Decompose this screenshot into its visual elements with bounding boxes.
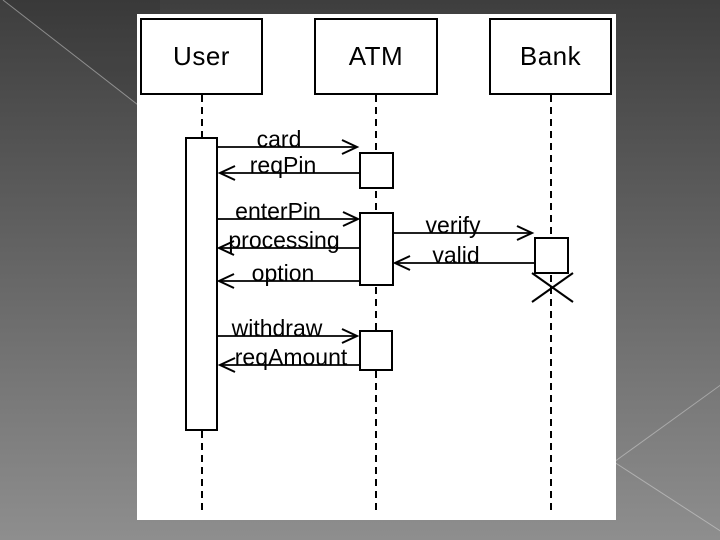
background-diagonal-bottom-right-down	[613, 461, 720, 532]
activation-atm-2	[359, 212, 394, 286]
diagram-canvas: User ATM Bank card reqPin enterPin verif…	[137, 14, 616, 520]
actor-box-bank: Bank	[489, 18, 612, 95]
message-label-verify: verify	[425, 212, 481, 238]
message-label-enterpin: enterPin	[235, 198, 321, 224]
message-label-card: card	[256, 126, 302, 152]
message-label-reqamount: reqAmount	[234, 344, 348, 370]
destroy-marker-bank-line-2	[531, 272, 574, 303]
message-label-option: option	[251, 260, 315, 286]
message-label-valid: valid	[432, 242, 480, 268]
actor-label-bank: Bank	[519, 41, 582, 71]
actor-box-user: User	[140, 18, 263, 95]
activation-bank	[534, 237, 569, 274]
sequence-diagram-graphics	[185, 95, 574, 510]
actor-label-user: User	[173, 41, 230, 71]
activation-atm-1	[359, 152, 394, 189]
background-diagonal-top-left	[2, 0, 161, 123]
message-label-reqpin: reqPin	[249, 152, 317, 178]
activation-user	[185, 137, 218, 431]
actor-box-atm: ATM	[314, 18, 438, 95]
activation-atm-3	[359, 330, 393, 371]
background-triangle	[3, 0, 160, 122]
message-label-withdraw: withdraw	[231, 315, 323, 341]
message-label-processing: processing	[228, 227, 340, 253]
actor-label-atm: ATM	[348, 41, 404, 71]
background-diagonal-bottom-right-up	[613, 384, 720, 463]
